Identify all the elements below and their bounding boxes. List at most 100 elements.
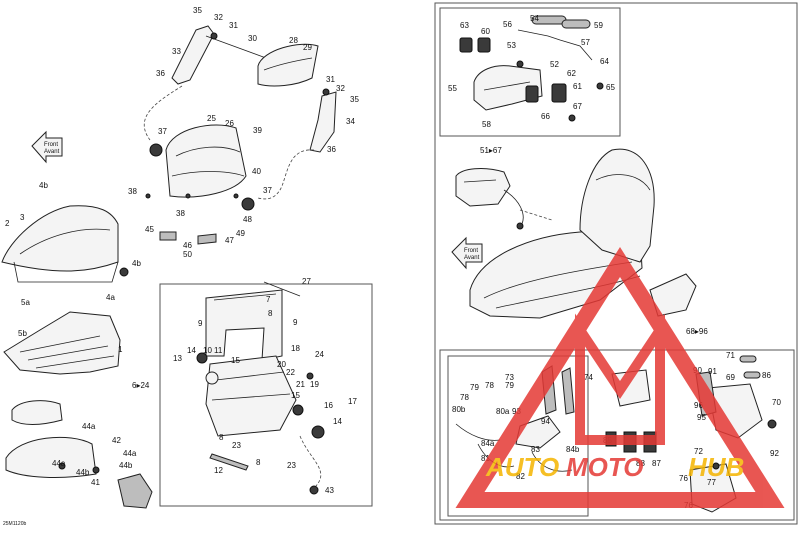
callout-label: 46 (183, 241, 192, 250)
callout-label: 57 (581, 38, 590, 47)
callout-label: 30 (248, 34, 257, 43)
knob-37 (149, 143, 163, 157)
callout-label: 32 (336, 84, 345, 93)
callout-label: 14 (333, 417, 342, 426)
callout-label: 53 (507, 41, 516, 50)
callout-label: 78 (460, 393, 469, 402)
knob-37b (241, 197, 255, 211)
backrest-bracket (205, 289, 283, 361)
callout-label: 35 (350, 95, 359, 104)
callout-label: 43 (325, 486, 334, 495)
callout-label: 82 (516, 472, 525, 481)
callout-label: 86 (762, 371, 771, 380)
backrest-arm-right (309, 91, 337, 153)
callout-label: 49 (236, 229, 245, 238)
front-arrow-left: Front Avant (31, 130, 63, 164)
handle-grip (117, 473, 153, 509)
callout-label: 80a (496, 407, 510, 416)
callout-label: 38 (176, 209, 185, 218)
callout-label: 45 (145, 225, 154, 234)
callout-label: 18 (291, 344, 300, 353)
callout-label: 55 (448, 84, 457, 93)
callout-label: 31 (229, 21, 238, 30)
callout-label: 12 (214, 466, 223, 475)
callout-label: 27 (302, 277, 311, 286)
callout-label: 9 (198, 319, 203, 328)
callout-label: 88 (636, 459, 645, 468)
callout-label: 17 (348, 397, 357, 406)
callout-label: 84b (566, 445, 580, 454)
callout-label: 78 (485, 381, 494, 390)
callout-label: 31 (326, 75, 335, 84)
callout-label: 23 (232, 441, 241, 450)
callout-label: 44b (76, 468, 90, 477)
callout-label: 5a (21, 298, 30, 307)
callout-label: 79 (470, 383, 479, 392)
callout-label: 83 (531, 445, 540, 454)
callout-label: 65 (606, 83, 615, 92)
callout-label: 1 (118, 345, 123, 354)
backrest-arm-left (171, 25, 215, 85)
front-text: Front (44, 142, 58, 148)
callout-label: 80b (452, 405, 466, 414)
callout-label: 60 (481, 27, 490, 36)
callout-label: 66 (541, 112, 550, 121)
callout-label: 41 (91, 478, 100, 487)
avant-text-2: Avant (464, 255, 480, 261)
callout-label: 37 (158, 127, 167, 136)
callout-label: 81 (481, 454, 490, 463)
callout-label: 79 (505, 381, 514, 390)
callout-label: 6▸24 (132, 381, 150, 390)
callout-label: 35 (193, 6, 202, 15)
callout-label: 23 (287, 461, 296, 470)
callout-label: 52 (550, 60, 559, 69)
callout-label: 74 (584, 373, 593, 382)
callout-label: 76 (679, 474, 688, 483)
callout-label: 50 (183, 250, 192, 259)
right-panel-frame (434, 2, 798, 525)
callout-label: 33 (172, 47, 181, 56)
seat-mechanism (205, 355, 297, 437)
side-panel (11, 400, 63, 425)
callout-label: 68▸96 (686, 327, 708, 336)
callout-label: 14 (187, 346, 196, 355)
backrest-pad (257, 43, 319, 87)
callout-label: 62 (567, 69, 576, 78)
callout-label: 67 (573, 102, 582, 111)
callout-label: 28 (289, 36, 298, 45)
grip-assembly (455, 168, 511, 207)
callout-label: 38 (128, 187, 137, 196)
callout-label: 51▸67 (480, 146, 502, 155)
watermark-auto: AUTO (485, 452, 559, 482)
grip-handle-body (473, 65, 543, 111)
callout-label: 58 (482, 120, 491, 129)
saddle-bag (5, 436, 97, 478)
callout-label: 4a (106, 293, 115, 302)
callout-label: 84a (481, 439, 495, 448)
callout-label: 70 (772, 398, 781, 407)
callout-label: 71 (726, 351, 735, 360)
callout-label: 8 (219, 433, 224, 442)
driver-seat (1, 205, 119, 272)
seat-base-frame-part (3, 311, 121, 375)
callout-label: 7 (266, 295, 271, 304)
callout-label: 44b (119, 461, 133, 470)
callout-label: 8 (268, 309, 273, 318)
callout-label: 15 (231, 356, 240, 365)
callout-label: 13 (173, 354, 182, 363)
front-arrow-right: Front Avant (451, 236, 483, 270)
callout-label: 26 (225, 119, 234, 128)
callout-label: 29 (303, 43, 312, 52)
callout-label: 40 (252, 167, 261, 176)
callout-label: 92 (770, 449, 779, 458)
callout-label: 25 (207, 114, 216, 123)
callout-label: 36 (327, 145, 336, 154)
callout-label: 95 (697, 413, 706, 422)
avant-text: Avant (44, 149, 60, 155)
callout-label: 47 (225, 236, 234, 245)
callout-label: 22 (286, 368, 295, 377)
callout-label: 32 (214, 13, 223, 22)
callout-label: 34 (346, 117, 355, 126)
callout-label: 44a (123, 449, 137, 458)
passenger-backrest (579, 148, 655, 263)
